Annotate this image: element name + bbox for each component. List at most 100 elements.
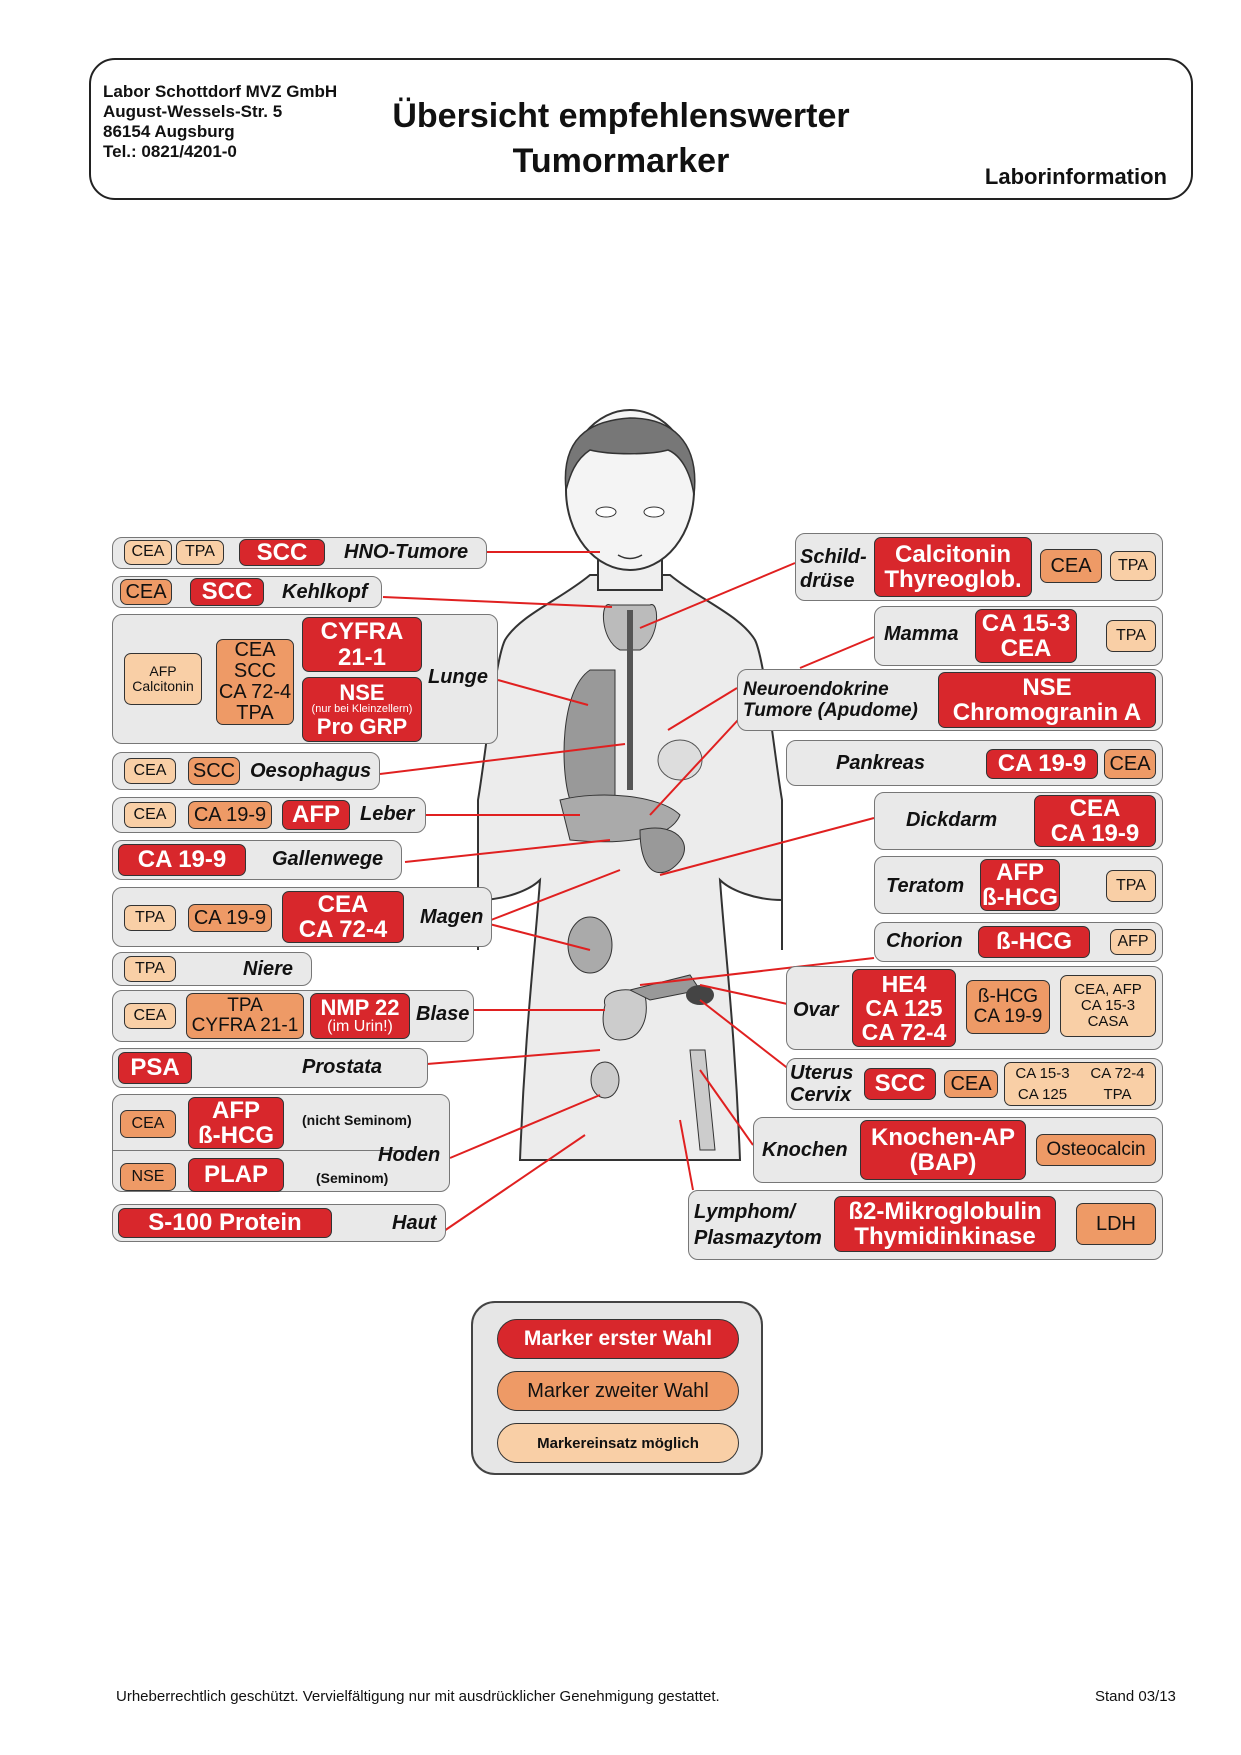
marker-text: ß2-Mikroglobulin (848, 1197, 1042, 1225)
address-line: 86154 Augsburg (103, 122, 235, 141)
marker-cea: CEA (120, 1110, 176, 1138)
marker-text: CA 72-4 (218, 681, 292, 703)
label-lymphom: Lymphom/ Plasmazytom (694, 1199, 822, 1251)
marker-cea: CEA (124, 540, 172, 565)
marker-tpa: TPA (124, 956, 176, 982)
marker-nmp22: NMP 22 (im Urin!) (310, 993, 410, 1039)
marker-text: CA 72-4 (861, 1019, 947, 1046)
label-kehlkopf: Kehlkopf (282, 581, 368, 603)
header-box: Labor Schottdorf MVZ GmbH August-Wessels… (89, 58, 1193, 200)
breast (657, 739, 703, 781)
marker-tpa: TPA (1110, 551, 1156, 581)
label-oesophagus: Oesophagus (250, 760, 372, 782)
marker-ca199: CA 19-9 (188, 904, 272, 932)
note-seminom: (Seminom) (316, 1170, 389, 1186)
marker-text: CEA, AFP (1074, 981, 1142, 999)
label-schilddruese: Schild- drüse (800, 545, 867, 593)
marker-osteocalcin: Osteocalcin (1036, 1134, 1156, 1166)
marker-ldh: LDH (1076, 1203, 1156, 1245)
marker-nse-progrp: NSE (nur bei Kleinzellern) Pro GRP (302, 677, 422, 742)
marker-text: CEA (1000, 635, 1052, 662)
label-mamma: Mamma (884, 623, 959, 645)
marker-text: CA 125 (1017, 1085, 1068, 1103)
marker-text: CA 15-3 (1080, 997, 1136, 1015)
marker-text: (im Urin!) (327, 1018, 393, 1036)
label-magen: Magen (420, 906, 484, 928)
marker-text: CYFRA (320, 618, 404, 646)
marker-text: CEA (234, 639, 276, 661)
label-prostata: Prostata (302, 1056, 383, 1078)
label-haut: Haut (392, 1212, 437, 1234)
marker-cea-ca199: CEA CA 19-9 (1034, 795, 1156, 847)
marker-ca153-ca724-ca125-tpa: CA 15-3 CA 72-4 CA 125 TPA (1004, 1062, 1156, 1106)
marker-he4-ca125-ca724: HE4 CA 125 CA 72-4 (852, 969, 956, 1047)
marker-scc: SCC (239, 539, 325, 566)
marker-text: SCC (233, 660, 277, 682)
marker-text: CA 15-3 (981, 609, 1071, 637)
ovary (686, 985, 714, 1005)
marker-text: NMP 22 (320, 995, 400, 1021)
marker-plap: PLAP (188, 1158, 284, 1192)
marker-text: CA 15-3 (1015, 1064, 1070, 1082)
marker-text: Chromogranin A (952, 699, 1142, 726)
marker-cea-scc-ca724-tpa: CEA SCC CA 72-4 TPA (216, 639, 294, 725)
marker-tpa: TPA (1106, 620, 1156, 652)
marker-text: Knochen-AP (871, 1123, 1015, 1151)
marker-cea-afp-ca153-casa: CEA, AFP CA 15-3 CASA (1060, 975, 1156, 1037)
label-ovar: Ovar (793, 999, 839, 1021)
marker-text: 21-1 (337, 643, 387, 671)
marker-nse: NSE (120, 1163, 176, 1191)
address-line: Tel.: 0821/4201-0 (103, 142, 237, 161)
hair (564, 417, 696, 496)
marker-text: (nur bei Kleinzellern) (311, 702, 413, 715)
marker-text: TPA (227, 995, 263, 1017)
label-knochen: Knochen (762, 1139, 848, 1161)
testis (590, 1061, 620, 1099)
marker-ca199: CA 19-9 (986, 749, 1098, 779)
marker-cea: CEA (1104, 749, 1156, 779)
marker-cea-ca724: CEA CA 72-4 (282, 891, 404, 943)
marker-afp-bhcg: AFP ß-HCG (188, 1097, 284, 1149)
marker-knochen-ap: Knochen-AP (BAP) (860, 1120, 1026, 1180)
marker-text: CA 19-9 (973, 1006, 1043, 1027)
marker-text: CA 72-4 (1090, 1064, 1145, 1082)
label-teratom: Teratom (886, 875, 965, 897)
marker-text: CYFRA 21-1 (191, 1015, 299, 1036)
marker-text: (BAP) (909, 1149, 977, 1176)
legend-text: Markereinsatz möglich (537, 1434, 699, 1452)
divider (112, 1150, 412, 1151)
legend-box: Marker erster Wahl Marker zweiter Wahl M… (471, 1301, 763, 1475)
title-line: Tumormarker (512, 142, 730, 180)
marker-psa: PSA (118, 1052, 192, 1084)
legend-text: Marker erster Wahl (523, 1327, 713, 1350)
marker-nse-chromogranin: NSE Chromogranin A (938, 672, 1156, 728)
marker-text: Calcitonin (894, 540, 1011, 568)
label-line: Neuroendokrine (743, 679, 889, 700)
marker-text: ß-HCG (982, 884, 1058, 911)
footer-stand: Stand 03/13 (1095, 1688, 1176, 1705)
label-line: Uterus (790, 1062, 854, 1084)
marker-cea: CEA (120, 579, 172, 605)
legend-text: Marker zweiter Wahl (527, 1379, 709, 1402)
marker-cea: CEA (944, 1070, 998, 1098)
label-pankreas: Pankreas (836, 752, 925, 774)
marker-text: CASA (1087, 1012, 1129, 1030)
marker-text: NSE (339, 679, 385, 705)
connector-lines (379, 551, 875, 1232)
label-leber: Leber (360, 803, 415, 825)
legend-possible: Markereinsatz möglich (497, 1423, 739, 1463)
footer-copyright: Urheberrechtlich geschützt. Vervielfälti… (116, 1688, 720, 1705)
marker-bhcg: ß-HCG (978, 926, 1090, 958)
lab-address: Labor Schottdorf MVZ GmbH August-Wessels… (103, 82, 337, 162)
label-line: Plasmazytom (694, 1227, 822, 1249)
marker-cea: CEA (1040, 549, 1102, 583)
bladder (602, 989, 647, 1041)
label-line: Lymphom/ (694, 1201, 796, 1223)
marker-afp: AFP (282, 800, 350, 830)
marker-tpa: TPA (1106, 870, 1156, 902)
marker-text: Pro GRP (316, 714, 408, 740)
marker-tpa-cyfra: TPA CYFRA 21-1 (186, 993, 304, 1039)
stomach (639, 827, 685, 873)
marker-scc: SCC (188, 757, 240, 785)
label-blase: Blase (416, 1003, 470, 1025)
